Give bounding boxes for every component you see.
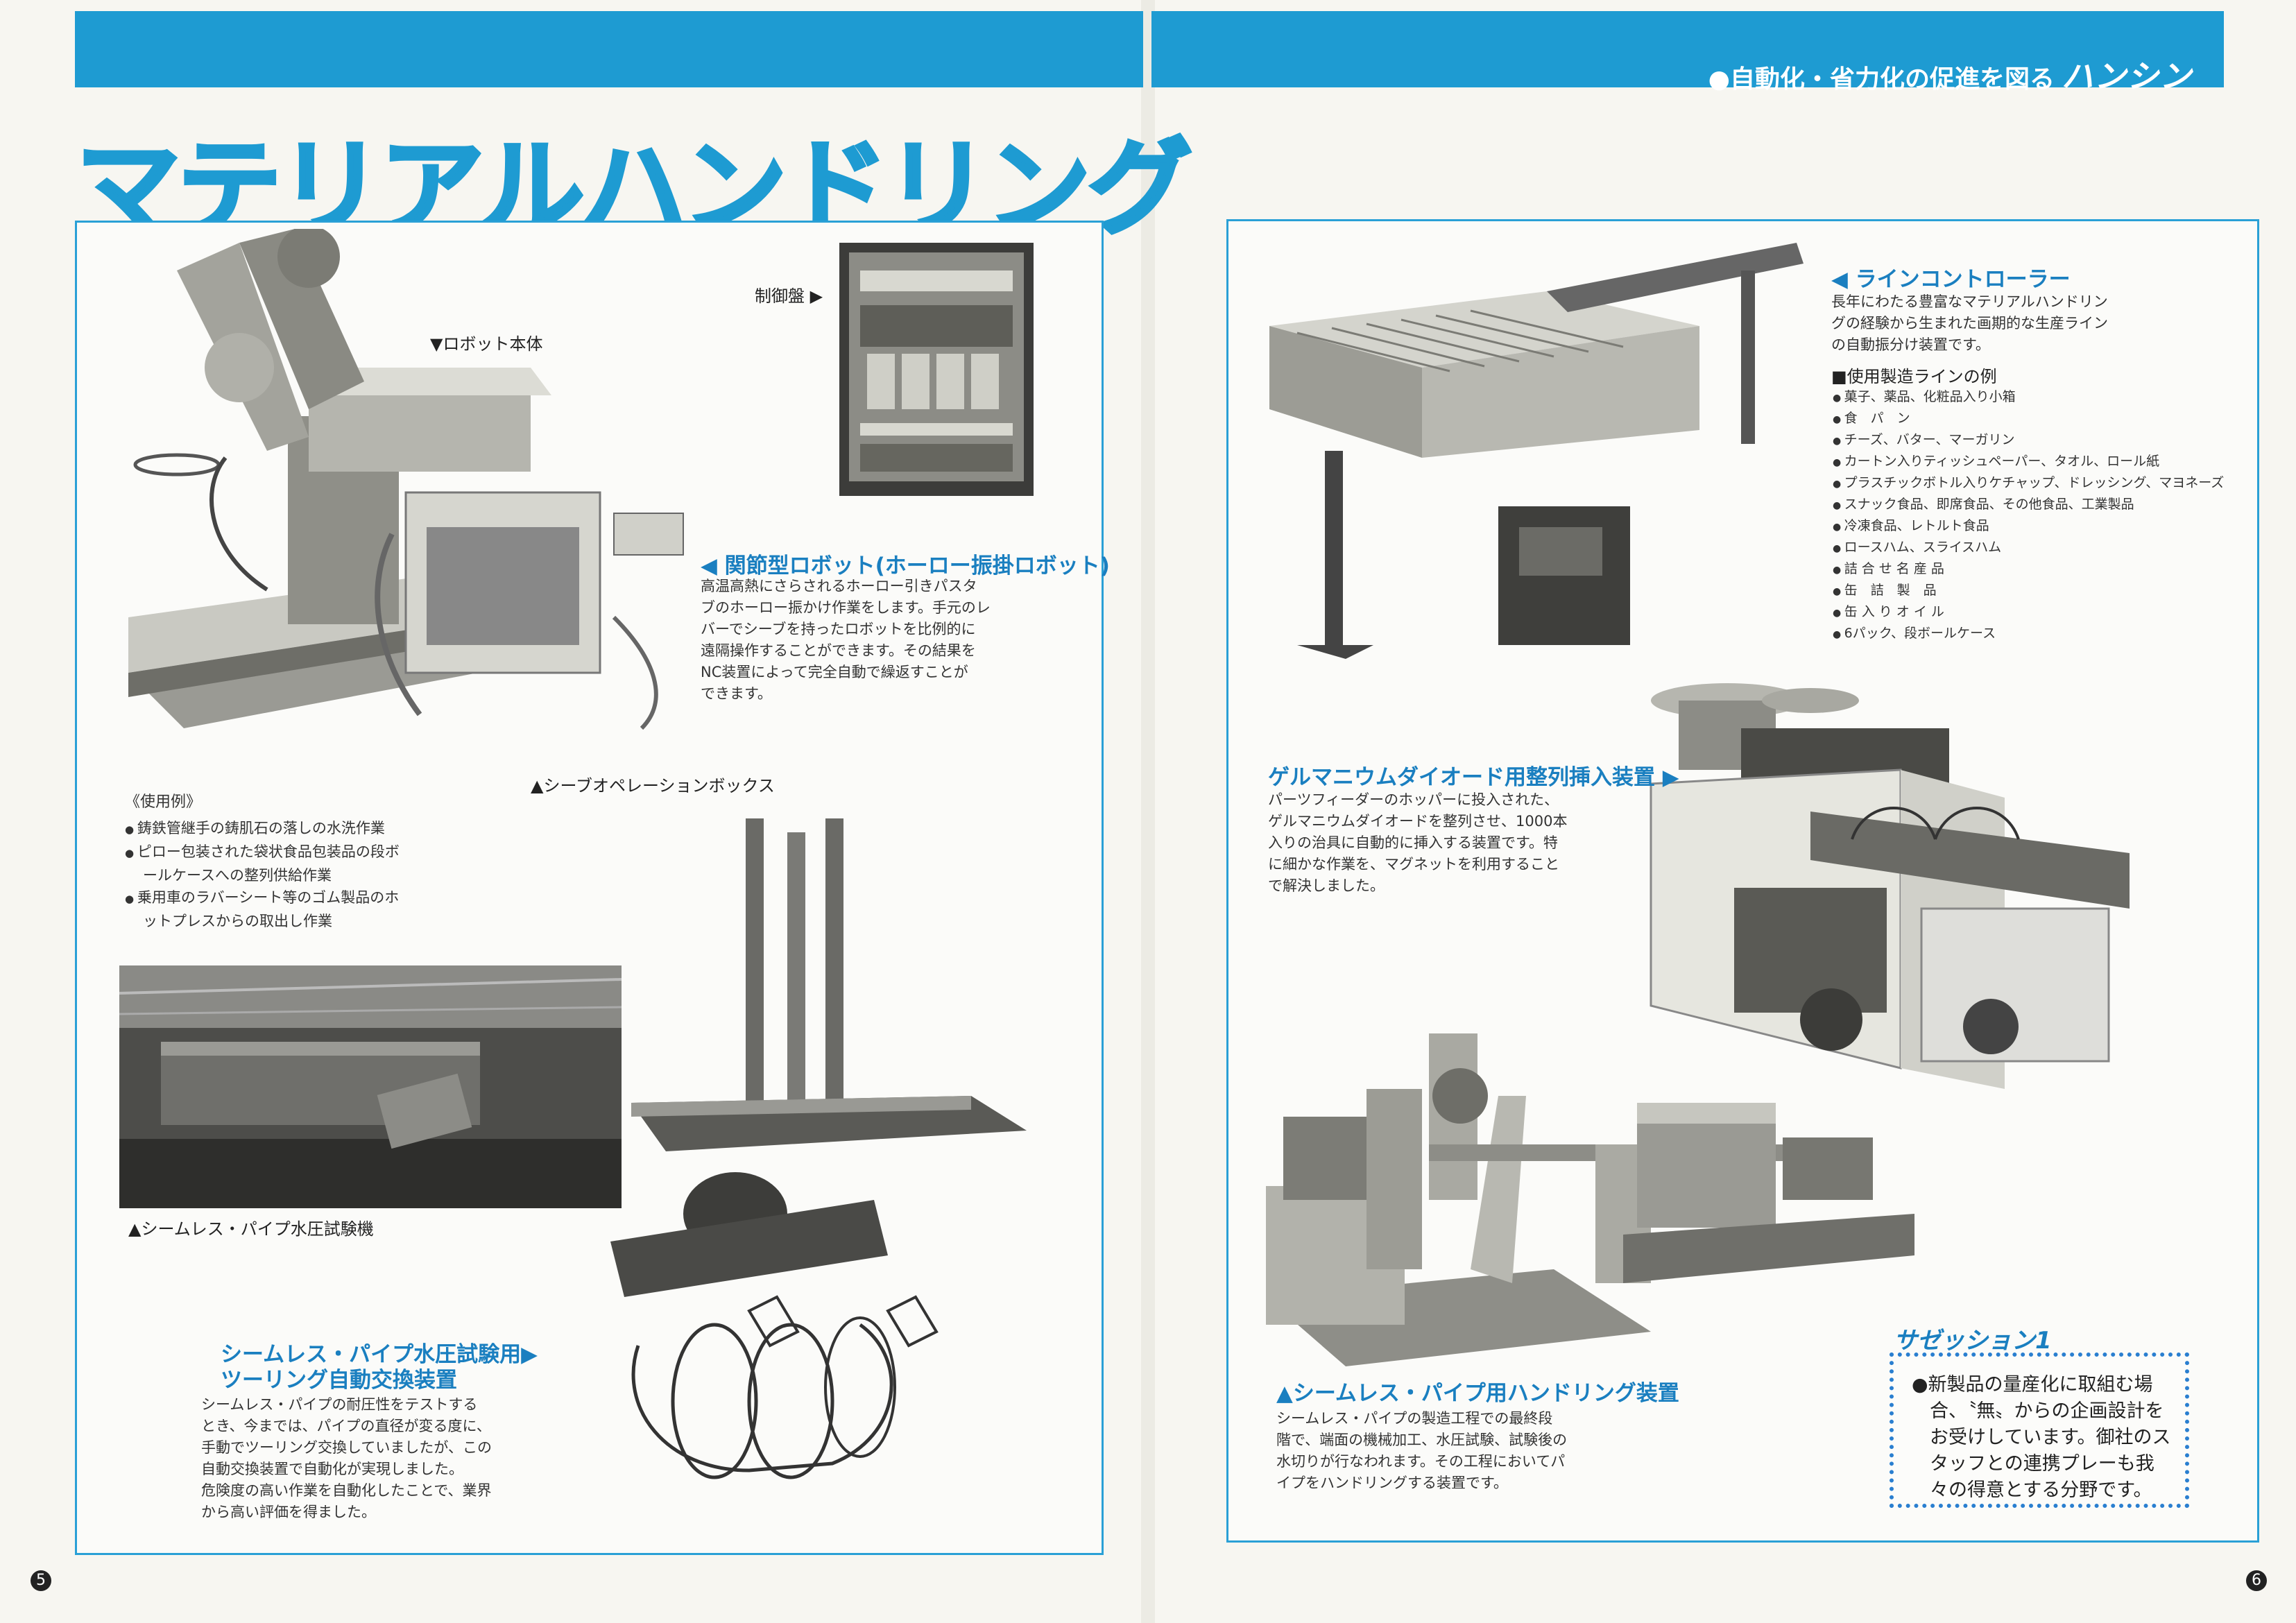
tooling-heading-2: ツーリング自動交換装置	[221, 1368, 457, 1393]
diode-line: 入りの治具に自動的に挿入する装置です。特	[1268, 834, 1558, 851]
diode-description: パーツフィーダーのホッパーに投入された、 ゲルマニウムダイオードを整列させ、10…	[1268, 789, 1567, 897]
header-band-right	[1151, 11, 2224, 87]
tooling-line: 自動交換装置で自動化が実現しました。	[201, 1461, 463, 1477]
sazession-title: サゼッション1	[1894, 1327, 2052, 1355]
robot-description: 高温高熱にさらされるホーロー引きパスタ ブのホーロー振かけ作業をします。手元のレ…	[701, 576, 991, 705]
tagline-text: ●自動化・省力化の促進を図る	[1708, 65, 2055, 94]
robot-line: NC装置によって完全自動で繰返すことが	[701, 664, 968, 680]
pipe-line: 階で、端面の機械加工、水圧試験、試験後の	[1276, 1432, 1568, 1448]
caption-control-panel: 制御盤 ▶	[755, 286, 823, 306]
uses-list: 鋳鉄管継手の鋳肌石の落しの水洗作業 ピロー包装された袋状食品包装品の段ボ ールケ…	[125, 817, 472, 932]
robot-line: 高温高熱にさらされるホーロー引きパスタ	[701, 578, 977, 594]
list-item: プラスチックボトル入りケチャップ、ドレッシング、マヨネーズ	[1833, 473, 2225, 495]
brand-logo: ハンシン	[2062, 58, 2192, 95]
lc-line: グの経験から生まれた画期的な生産ライン	[1831, 315, 2108, 332]
pipe-line: イプをハンドリングする装置です。	[1276, 1475, 1508, 1491]
pipe-line: 水切りが行なわれます。その工程においてパ	[1276, 1453, 1566, 1470]
lc-line: の自動振分け装置です。	[1831, 336, 1990, 353]
diode-line: に細かな作業を、マグネットを利用すること	[1268, 856, 1559, 873]
diode-heading: ゲルマニウムダイオード用整列挿入装置 ▶	[1268, 765, 1679, 790]
line-examples-list: 菓子、薬品、化粧品入り小箱 食 パ ン チーズ、バター、マーガリン カートン入り…	[1833, 387, 2225, 645]
list-item: 缶 詰 製 品	[1833, 581, 2224, 602]
diode-line: で解決しました。	[1268, 877, 1385, 894]
sazession-line: お受けしています。御社のス	[1930, 1427, 2171, 1448]
list-item: スナック食品、即席食品、その他食品、工業製品	[1833, 495, 2224, 516]
list-item: 乗用車のラバーシート等のゴム製品のホ ットプレスからの取出し作業	[125, 886, 472, 932]
header-band-left	[75, 11, 1143, 87]
diode-line: ゲルマニウムダイオードを整列させ、1000本	[1268, 813, 1568, 830]
list-item: 詰 合 せ 名 産 品	[1833, 559, 2224, 581]
sazession-text: ●新製品の量産化に取組む場 合、〝無〟からの企画設計を お受けしています。御社の…	[1894, 1357, 2185, 1504]
tooling-line: シームレス・パイプの耐圧性をテストする	[201, 1396, 478, 1413]
robot-line: ブのホーロー振かけ作業をします。手元のレ	[701, 599, 991, 616]
caption-robot-body: ▼ロボット本体	[430, 334, 543, 354]
list-item: 缶 入 り オ イ ル	[1833, 602, 2224, 624]
diode-inserter-photo	[1650, 683, 2130, 1089]
tooling-line: 手動でツーリング交換していましたが、この	[201, 1439, 492, 1456]
page-gutter	[1141, 0, 1155, 1623]
tooling-line: から高い評価を得ました。	[201, 1504, 376, 1520]
hydro-tester-photo	[119, 965, 622, 1208]
pipe-line: シームレス・パイプの製造工程での最終段	[1276, 1410, 1553, 1427]
tooling-line: とき、今までは、パイプの直径が変る度に、	[201, 1418, 491, 1434]
tooling-change-photo	[610, 818, 1027, 1479]
robot-photo	[128, 229, 684, 730]
header-tagline: ●自動化・省力化の促進を図るハンシン	[1708, 51, 2192, 97]
tooling-line: 危険度の高い作業を自動化したことで、業界	[201, 1482, 492, 1499]
sazession-line: 合、〝無〟からの企画設計を	[1930, 1400, 2164, 1422]
list-item: 鋳鉄管継手の鋳肌石の落しの水洗作業	[125, 817, 472, 841]
page-number-left: 5	[31, 1570, 51, 1591]
list-item: チーズ、バター、マーガリン	[1833, 430, 2224, 452]
control-panel-photo	[839, 243, 1034, 496]
robot-line: できます。	[701, 685, 772, 702]
robot-heading: ◀ 関節型ロボット(ホーロー振掛ロボット)	[701, 553, 1110, 578]
uses-heading: 《使用例》	[125, 793, 202, 811]
caption-hydro-tester: ▲シームレス・パイプ水圧試験機	[128, 1219, 374, 1239]
pipe-handling-heading: ▲シームレス・パイプ用ハンドリング装置	[1276, 1381, 1679, 1406]
sazession-line: 々の得意とする分野です。	[1930, 1479, 2152, 1501]
lc-line: 長年にわたる豊富なマテリアルハンドリン	[1831, 293, 2108, 310]
line-examples-heading: ■使用製造ラインの例	[1831, 367, 1997, 386]
sazession-line: ●新製品の量産化に取組む場	[1912, 1374, 2153, 1396]
line-controller-description: 長年にわたる豊富なマテリアルハンドリン グの経験から生まれた画期的な生産ライン …	[1831, 291, 2108, 356]
list-item: 6パック、段ボールケース	[1833, 624, 2224, 645]
tooling-heading-1: シームレス・パイプ水圧試験用▶	[221, 1342, 538, 1367]
robot-line: 遠隔操作することができます。その結果を	[701, 642, 976, 659]
list-item: 食 パ ン	[1833, 409, 2224, 430]
page-number-right: 6	[2246, 1570, 2267, 1591]
list-item: 菓子、薬品、化粧品入り小箱	[1833, 387, 2224, 409]
robot-line: バーでシーブを持ったロボットを比例的に	[701, 621, 976, 637]
list-item: ロースハム、スライスハム	[1833, 538, 2224, 559]
diode-line: パーツフィーダーのホッパーに投入された、	[1268, 791, 1559, 808]
list-item: カートン入りティッシュペーパー、タオル、ロール紙	[1833, 452, 2224, 473]
caption-operation-box: ▲シーブオペレーションボックス	[531, 776, 775, 796]
tooling-description: シームレス・パイプの耐圧性をテストする とき、今までは、パイプの直径が変る度に、…	[201, 1394, 492, 1523]
sazession-box: ●新製品の量産化に取組む場 合、〝無〟からの企画設計を お受けしています。御社の…	[1890, 1352, 2189, 1508]
pipe-handling-description: シームレス・パイプの製造工程での最終段 階で、端面の機械加工、水圧試験、試験後の…	[1276, 1408, 1567, 1494]
line-controller-heading: ◀ ラインコントローラー	[1831, 267, 2071, 292]
sazession-line: タッフとの連携プレーも我	[1930, 1453, 2154, 1475]
list-item: 冷凍食品、レトルト食品	[1833, 516, 2224, 538]
pipe-handling-photo	[1266, 1033, 1914, 1366]
list-item: ピロー包装された袋状食品包装品の段ボ ールケースへの整列供給作業	[125, 841, 472, 886]
line-controller-photo	[1269, 243, 1804, 659]
